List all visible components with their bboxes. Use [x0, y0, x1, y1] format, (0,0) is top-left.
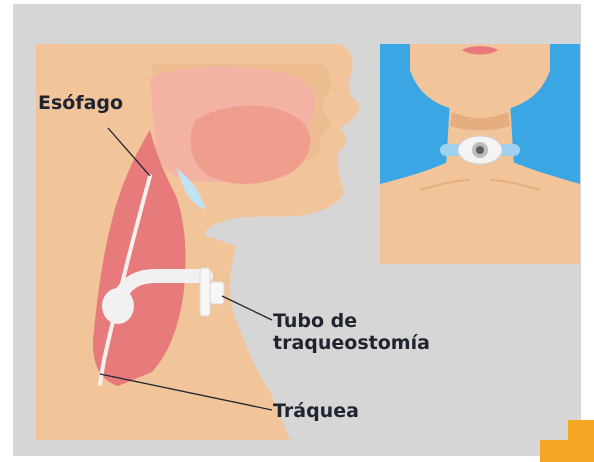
inset-trach-opening-inner [476, 146, 484, 154]
tube-connector [210, 282, 224, 304]
corner-accent-icon [540, 420, 594, 462]
label-trachea: Tráquea [273, 401, 359, 422]
tube-flange [200, 268, 210, 316]
label-tube-line2: traqueostomía [273, 333, 430, 354]
front-view-inset [380, 44, 580, 264]
label-esophagus: Esófago [38, 93, 123, 114]
label-tube-line1: Tubo de [273, 311, 357, 332]
tube-cuff [102, 288, 134, 324]
